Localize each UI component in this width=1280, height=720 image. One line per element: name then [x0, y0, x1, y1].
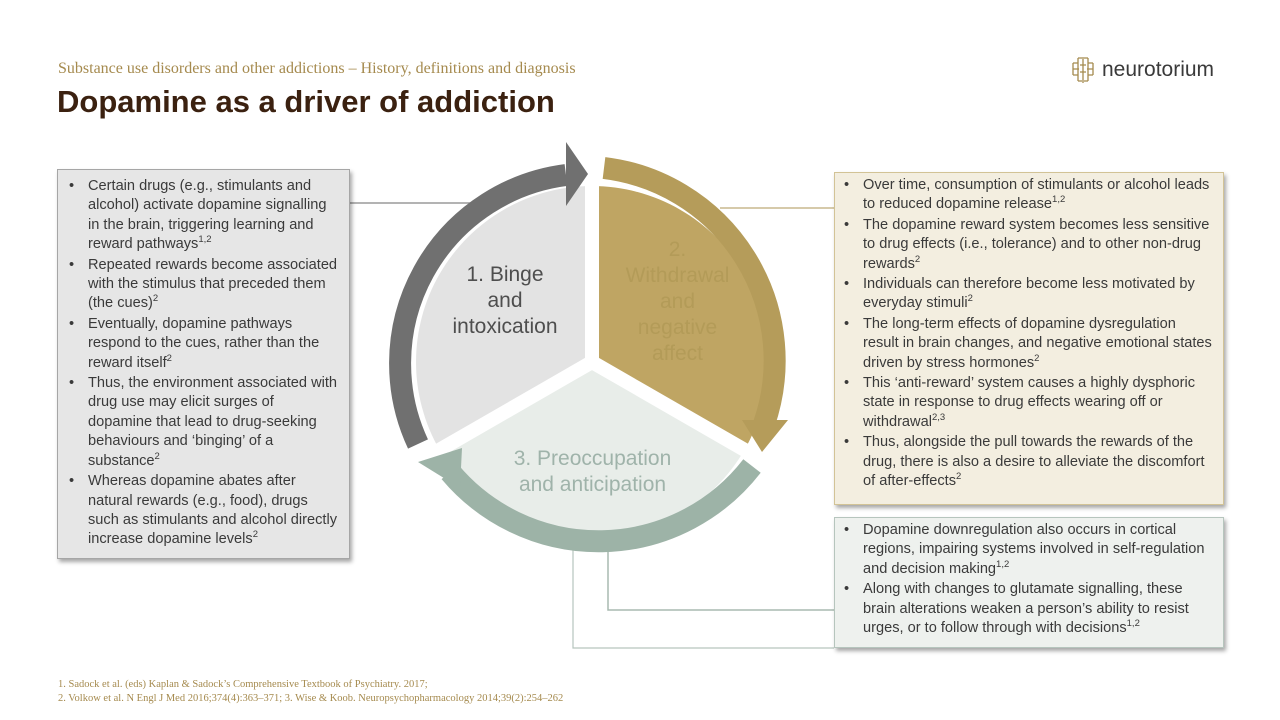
citation-sup: 2 — [967, 293, 973, 305]
brain-grid-icon — [1072, 57, 1094, 83]
neurotorium-logo: neurotorium — [1070, 55, 1214, 85]
bullet-text: Dopamine downregulation also occurs in c… — [863, 522, 1205, 577]
bullet-text: Along with changes to glutamate signalli… — [863, 581, 1189, 637]
connector-bottom — [607, 548, 834, 611]
segment-preoccupation — [439, 362, 745, 538]
list-item: Dopamine downregulation also occurs in c… — [835, 521, 1213, 579]
arrow-binge-head — [566, 142, 588, 206]
arrow-preoccupation-head — [418, 448, 462, 488]
list-item: The long-term effects of dopamine dysreg… — [835, 315, 1213, 373]
citation-sup: 1,2 — [198, 234, 212, 246]
list-item: Eventually, dopamine pathways respond to… — [60, 315, 341, 373]
list-item: Individuals can therefore become less mo… — [835, 275, 1213, 314]
segment-dividers — [430, 180, 754, 460]
arrow-withdrawal-head — [742, 420, 788, 452]
bullet-text: This ‘anti-reward’ system causes a highl… — [863, 375, 1196, 430]
list-item: Certain drugs (e.g., stimulants and alco… — [60, 177, 341, 255]
citation-sup: 2 — [166, 352, 172, 364]
arrow-withdrawal-arc — [602, 157, 786, 428]
label-withdrawal-line: and — [659, 290, 696, 313]
citation-sup: 1,2 — [1052, 194, 1066, 206]
reference-line: 1. Sadock et al. (eds) Kaplan & Sadock’s… — [58, 679, 428, 690]
preoccupation-bullet-list: Dopamine downregulation also occurs in c… — [835, 521, 1213, 638]
label-withdrawal-line: negative — [637, 316, 718, 339]
bullet-text: Whereas dopamine abates after natural re… — [88, 473, 338, 548]
citation-sup: 1,2 — [996, 558, 1010, 570]
connector-bottom-frame — [572, 548, 834, 649]
list-item: Whereas dopamine abates after natural re… — [60, 472, 341, 550]
bullet-text: Certain drugs (e.g., stimulants and alco… — [88, 178, 327, 253]
label-binge-intoxication: 1. Binge and intoxication — [430, 262, 580, 340]
binge-bullet-list: Certain drugs (e.g., stimulants and alco… — [60, 177, 341, 550]
label-withdrawal-negative-affect: 2. Withdrawal and negative affect — [600, 237, 755, 367]
citation-sup: 2 — [1034, 352, 1040, 364]
arrow-binge-arc — [389, 164, 568, 449]
citation-sup: 1,2 — [1126, 618, 1140, 630]
bullet-text: Individuals can therefore become less mo… — [863, 276, 1195, 312]
label-withdrawal-line: Withdrawal — [625, 264, 730, 287]
page-title: Dopamine as a driver of addiction — [57, 84, 555, 119]
list-item: Over time, consumption of stimulants or … — [835, 176, 1213, 215]
citation-sup: 2 — [252, 529, 258, 541]
arrow-preoccupation-arc — [441, 459, 761, 553]
binge-info-box: Certain drugs (e.g., stimulants and alco… — [57, 169, 350, 559]
logo-text: neurotorium — [1102, 58, 1215, 81]
bullet-text: Repeated rewards become associated with … — [88, 256, 338, 312]
reference-line: 2. Volkow et al. N Engl J Med 2016;374(4… — [58, 693, 564, 704]
section-subtitle: Substance use disorders and other addict… — [58, 60, 576, 77]
list-item: This ‘anti-reward’ system causes a highl… — [835, 374, 1213, 432]
bullet-text: Over time, consumption of stimulants or … — [863, 177, 1210, 213]
bullet-text: Thus, alongside the pull towards the rew… — [863, 434, 1205, 490]
label-preoccupation-anticipation: 3. Preoccupation and anticipation — [480, 446, 705, 498]
label-binge-line: intoxication — [452, 315, 558, 338]
label-binge-line: and — [487, 289, 523, 312]
label-preoccupation-line: and anticipation — [518, 473, 667, 496]
citation-sup: 2 — [152, 293, 159, 305]
list-item: Along with changes to glutamate signalli… — [835, 580, 1213, 638]
citation-sup: 2 — [914, 253, 921, 265]
bullet-text: Thus, the environment associated with dr… — [88, 375, 338, 469]
citation-sup: 2,3 — [931, 412, 946, 424]
preoccupation-info-box: Dopamine downregulation also occurs in c… — [834, 517, 1224, 648]
list-item: Repeated rewards become associated with … — [60, 256, 341, 314]
withdrawal-bullet-list: Over time, consumption of stimulants or … — [835, 176, 1213, 492]
list-item: The dopamine reward system becomes less … — [835, 216, 1213, 274]
references: 1. Sadock et al. (eds) Kaplan & Sadock’s… — [58, 678, 563, 706]
bullet-text: The long-term effects of dopamine dysreg… — [863, 315, 1212, 371]
citation-sup: 2 — [956, 471, 962, 483]
withdrawal-info-box: Over time, consumption of stimulants or … — [834, 172, 1224, 505]
list-item: Thus, alongside the pull towards the rew… — [835, 433, 1213, 491]
label-withdrawal-line: 2. — [668, 238, 687, 261]
citation-sup: 2 — [154, 450, 160, 462]
label-binge-line: 1. Binge — [466, 263, 544, 286]
list-item: Thus, the environment associated with dr… — [60, 374, 341, 471]
bullet-text: The dopamine reward system becomes less … — [863, 216, 1210, 272]
label-preoccupation-line: 3. Preoccupation — [513, 447, 672, 470]
label-withdrawal-line: affect — [652, 342, 703, 365]
bullet-text: Eventually, dopamine pathways respond to… — [88, 315, 320, 371]
